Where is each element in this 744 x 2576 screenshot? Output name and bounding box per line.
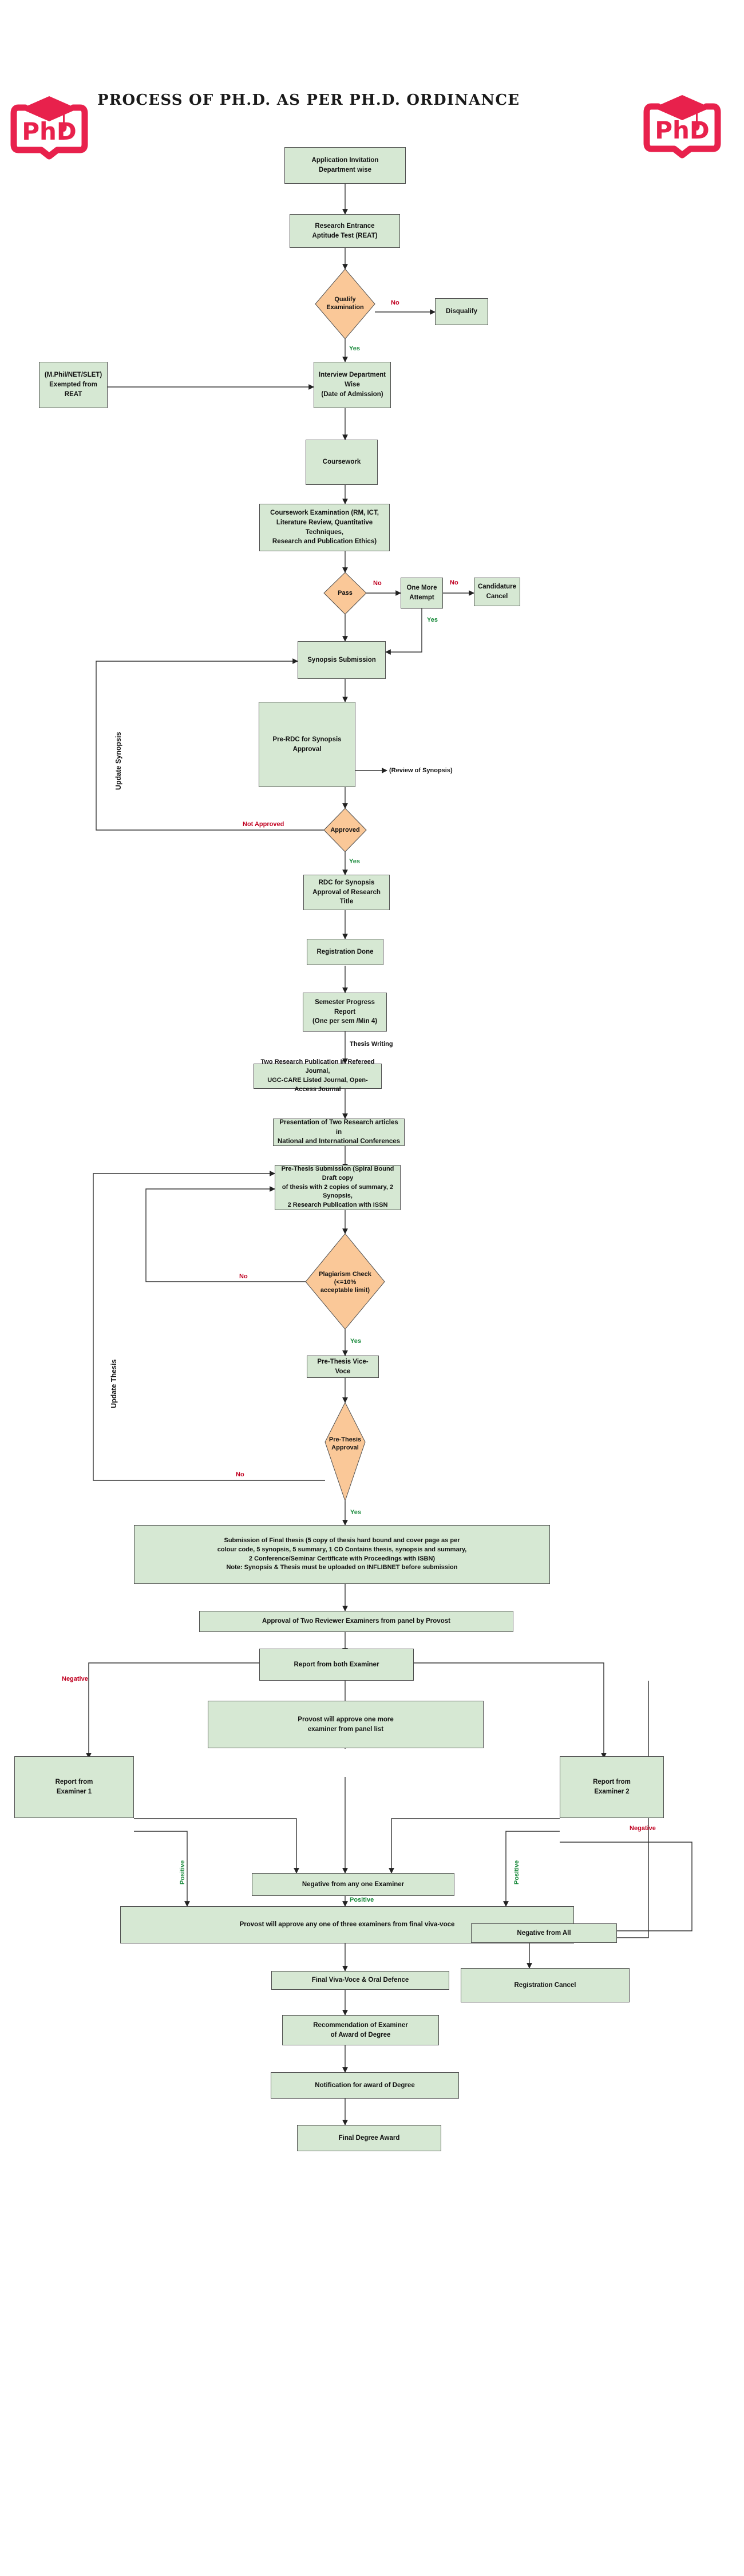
label-not-approved: Not Approved (243, 821, 284, 828)
node-registration-done[interactable]: Registration Done (307, 939, 383, 965)
phd-logo-left: PhD (10, 96, 88, 160)
page-title: PROCESS OF PH.D. AS PER PH.D. ORDINANCE (97, 92, 520, 109)
phd-logo-right: PhD (643, 95, 721, 159)
diamond-qualify-examination (315, 268, 375, 339)
label-approved-yes: Yes (349, 858, 360, 865)
label-examiner1-positive: Positive (179, 1860, 186, 1884)
node-interview-department-wise[interactable]: Interview Department Wise(Date of Admiss… (314, 362, 391, 408)
approved-text: Approved (330, 826, 360, 833)
label-update-synopsis: Update Synopsis (114, 732, 122, 790)
label-attempt-yes: Yes (427, 617, 438, 623)
label-examiner2-negative: Negative (630, 1825, 656, 1832)
label-qualify-no: No (391, 299, 399, 306)
node-two-research-publication[interactable]: Two Research Publication In Refereed Jou… (254, 1058, 382, 1093)
node-pre-thesis-submission[interactable]: Pre-Thesis Submission (Spiral Bound Draf… (275, 1165, 401, 1210)
node-final-degree-award[interactable]: Final Degree Award (297, 2125, 441, 2151)
node-synopsis-submission[interactable]: Synopsis Submission (298, 641, 386, 679)
logo-left-text: PhD (22, 117, 77, 145)
label-plagiarism-no: No (239, 1273, 248, 1280)
node-notification-award-degree[interactable]: Notification for award of Degree (271, 2072, 459, 2099)
label-approved[interactable]: Approved (324, 820, 366, 840)
node-coursework[interactable]: Coursework (306, 440, 378, 485)
node-pre-thesis-viva-voce[interactable]: Pre-Thesis Vice-Voce (307, 1356, 379, 1378)
diamond-pass (323, 572, 367, 615)
label-examiner1-negative: Negative (62, 1676, 88, 1682)
diamond-approved (323, 808, 367, 852)
label-examiner2-positive: Positive (513, 1860, 520, 1884)
label-pre-thesis-yes: Yes (350, 1509, 361, 1516)
node-presentation-research-articles[interactable]: Presentation of Two Research articles in… (273, 1119, 405, 1146)
label-pass[interactable]: Pass (324, 582, 366, 605)
label-pass-no: No (373, 580, 382, 587)
label-plagiarism-check[interactable]: Plagiarism Check(<=10%acceptable limit) (308, 1262, 382, 1302)
diamond-plagiarism (305, 1233, 385, 1330)
node-approval-two-reviewer-examiners[interactable]: Approval of Two Reviewer Examiners from … (199, 1611, 513, 1632)
label-review-of-synopsis: (Review of Synopsis) (389, 767, 453, 774)
label-qualify-yes: Yes (349, 345, 360, 352)
node-negative-from-all[interactable]: Negative from All (471, 1923, 617, 1943)
node-final-thesis-submission[interactable]: Submission of Final thesis (5 copy of th… (134, 1525, 550, 1584)
node-exempted-from-reat[interactable]: (M.Phil/NET/SLET)Exempted from REAT (39, 362, 108, 408)
node-pre-rdc-synopsis-approval[interactable]: Pre-RDC for Synopsis Approval (259, 702, 355, 787)
diamond-pre-thesis-approval (324, 1401, 366, 1502)
label-attempt-no: No (450, 579, 458, 586)
logo-right-text: PhD (655, 116, 710, 144)
node-final-viva-voce[interactable]: Final Viva-Voce & Oral Defence (271, 1971, 449, 1990)
plagiarism-check-text: Plagiarism Check(<=10%acceptable limit) (319, 1270, 371, 1294)
label-thesis-writing: Thesis Writing (350, 1041, 393, 1048)
label-negative-positive: Positive (350, 1897, 374, 1903)
label-pre-thesis-no: No (236, 1471, 244, 1478)
label-update-thesis: Update Thesis (110, 1359, 118, 1408)
node-negative-from-any-one-examiner[interactable]: Negative from any one Examiner (252, 1873, 454, 1896)
pass-text: Pass (338, 589, 353, 596)
node-registration-cancel[interactable]: Registration Cancel (461, 1968, 630, 2002)
node-coursework-examination[interactable]: Coursework Examination (RM, ICT,Literatu… (259, 504, 390, 551)
node-semester-progress-report[interactable]: Semester Progress Report(One per sem /Mi… (303, 993, 387, 1032)
node-report-from-both-examiner[interactable]: Report from both Examiner (259, 1649, 414, 1681)
node-disqualify[interactable]: Disqualify (435, 298, 488, 325)
label-plagiarism-yes: Yes (350, 1338, 361, 1345)
